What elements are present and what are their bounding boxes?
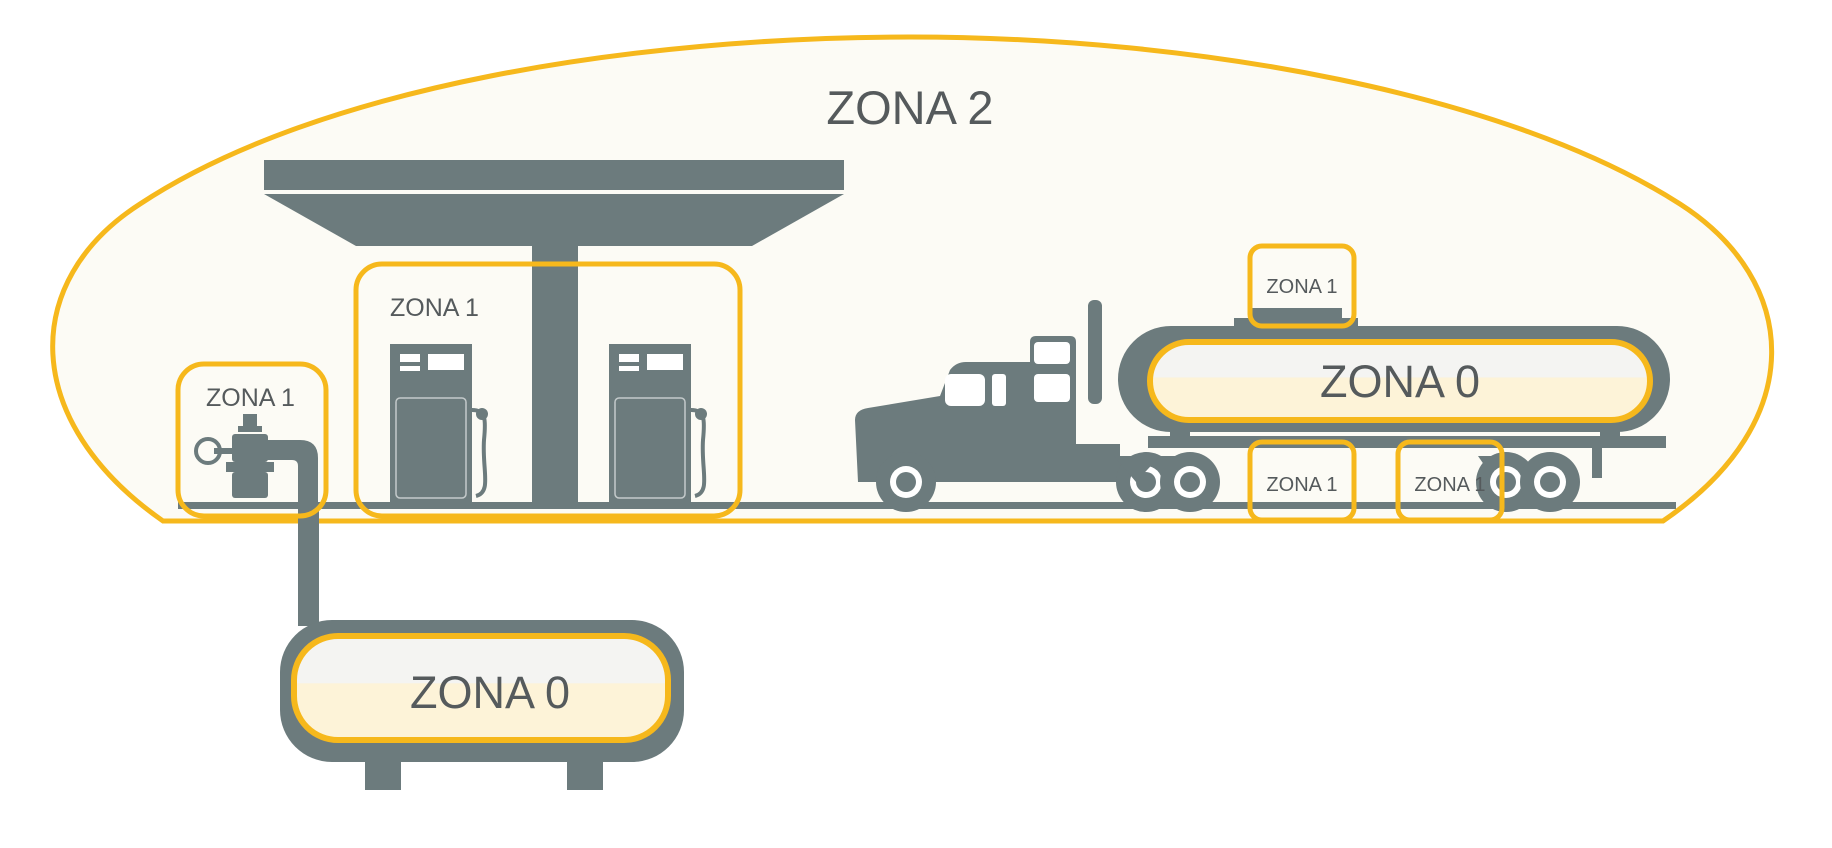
zone1-tank-bottom-right-area [1395,439,1505,523]
tanker-zone0-label: ZONA 0 [1320,356,1480,407]
truck-icon [855,300,1220,512]
zone1-tank-bottom-left-area [1247,439,1357,523]
underground-tank-zone0 [291,633,671,743]
zone1-dispensers-area [353,261,743,519]
zone1-dispensers-label: ZONA 1 [390,294,479,322]
zone1-valve-area [175,361,329,519]
underground-zone0-label: ZONA 0 [410,667,570,718]
zone1-tank-top-label: ZONA 1 [1266,276,1337,298]
tanker-tank-zone0 [1147,339,1653,423]
fuel-dispenser-icon [609,344,707,502]
ground-line [178,502,1676,509]
valve-icon [194,414,318,508]
underground-pipe [298,508,319,626]
fuel-dispenser-icon [390,344,488,502]
zone2-label: ZONA 2 [826,81,993,134]
zone1-valve-label: ZONA 1 [206,384,295,412]
zone1-tank-bottom-right-label: ZONA 1 [1414,474,1485,496]
zone1-tank-bottom-left-label: ZONA 1 [1266,474,1337,496]
canopy-icon [264,160,844,502]
zone1-tank-top-area [1247,243,1357,329]
